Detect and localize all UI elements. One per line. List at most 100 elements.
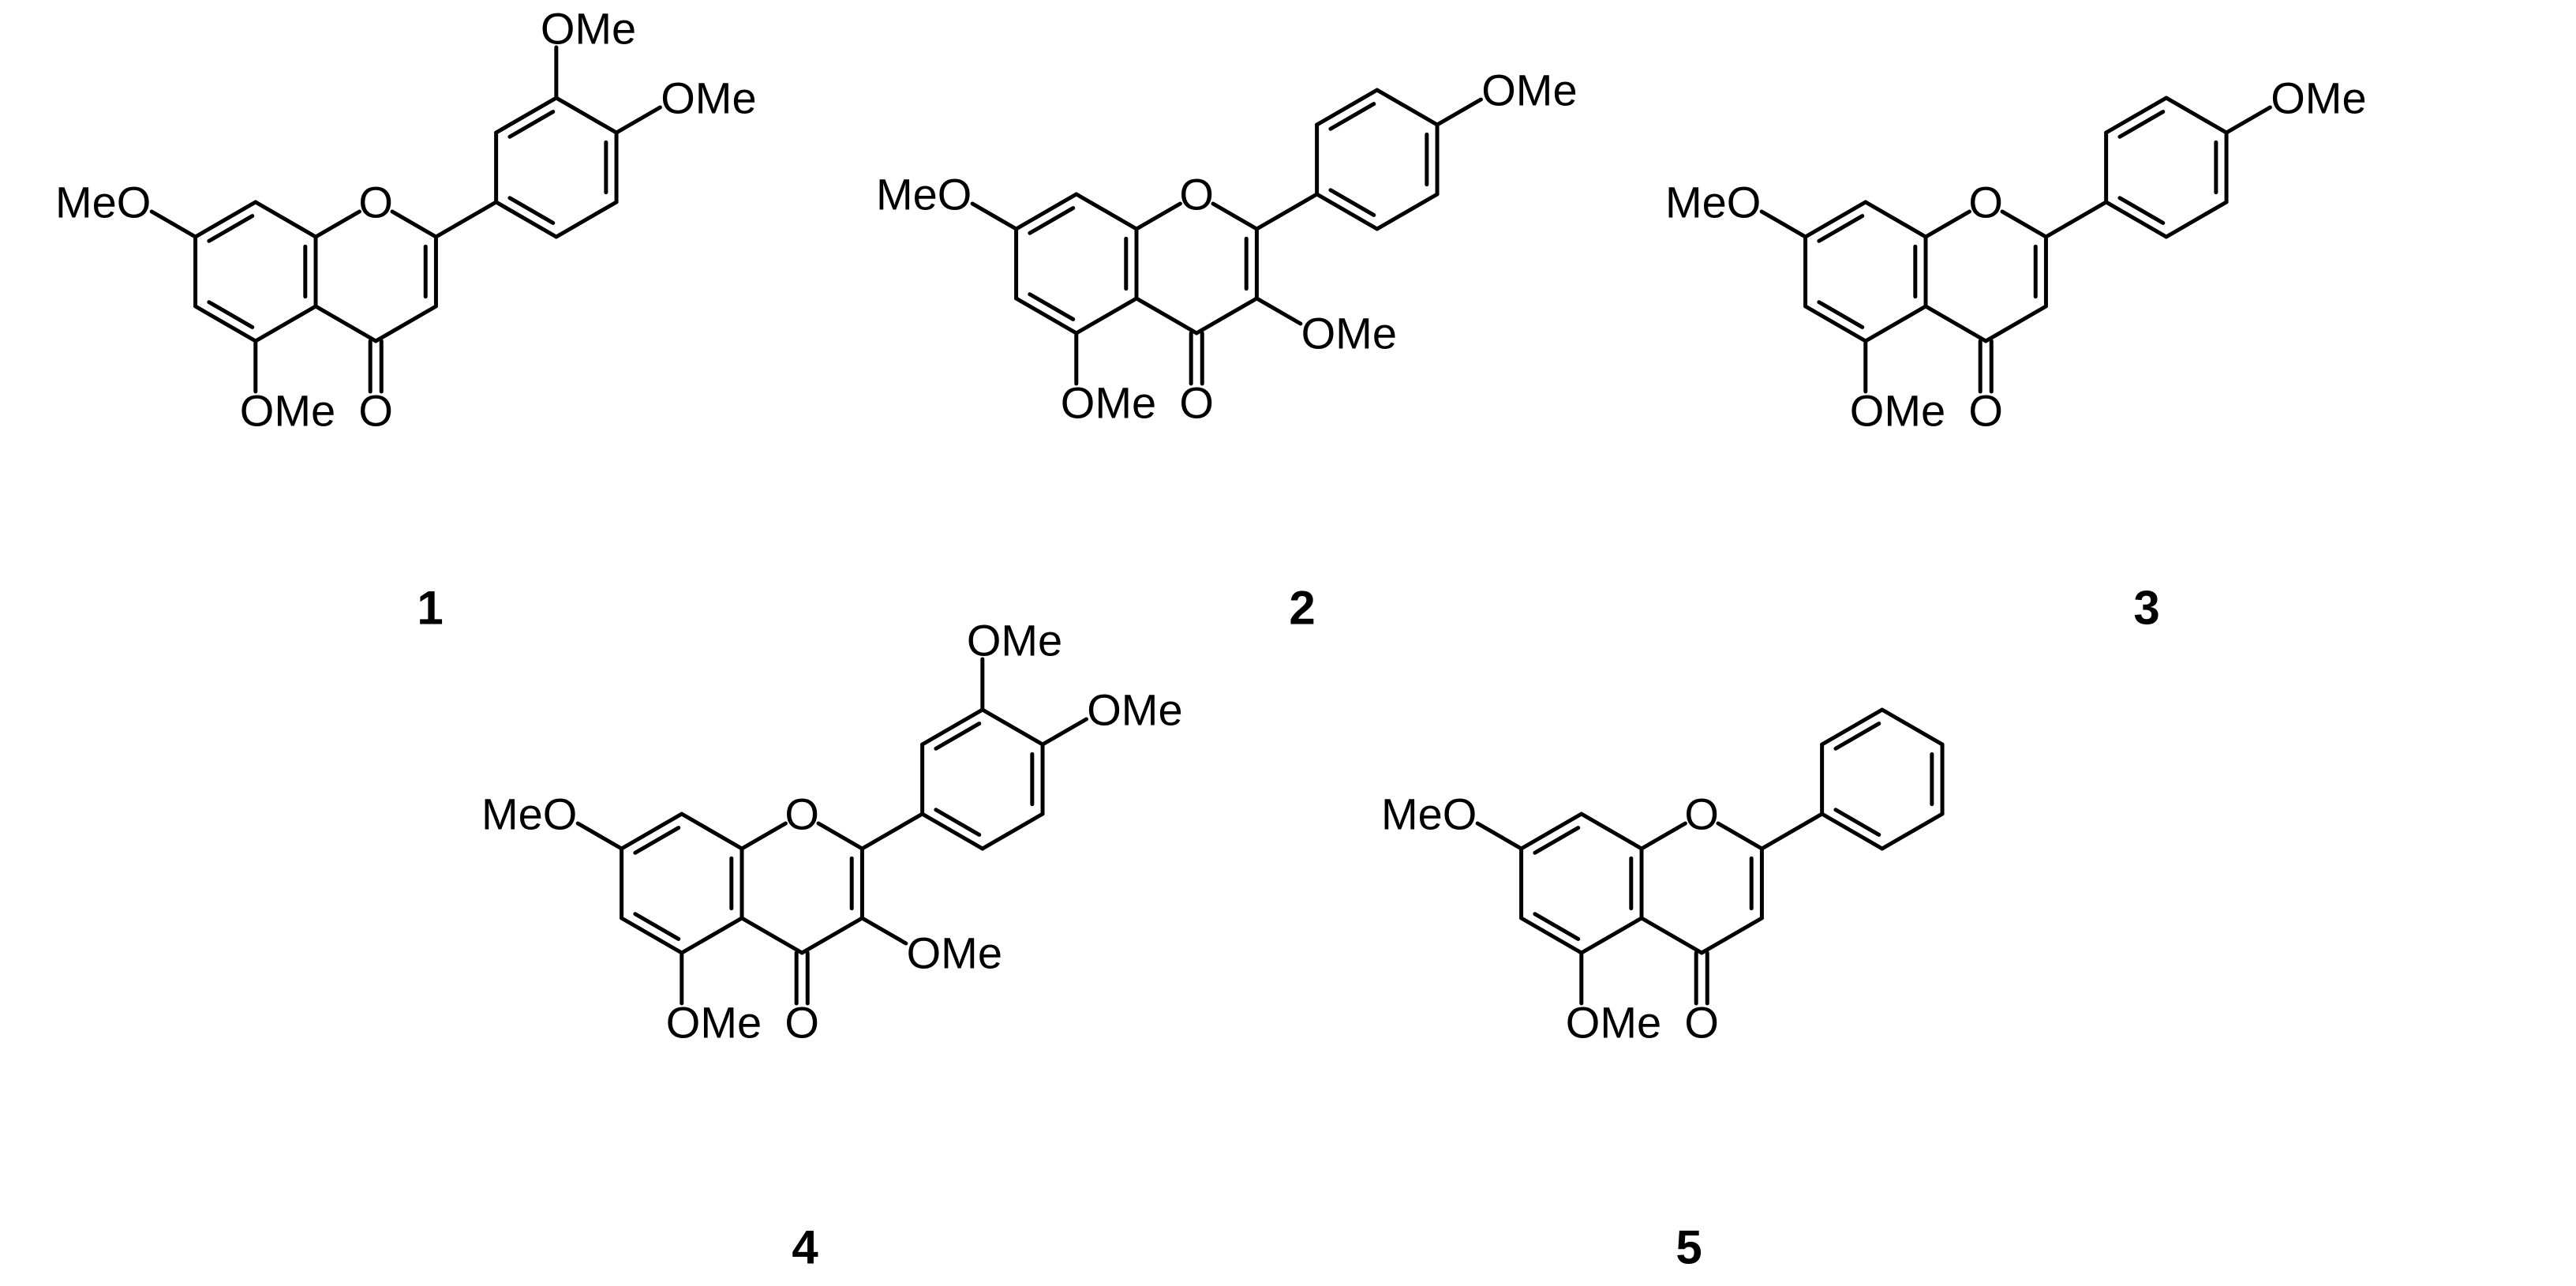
- bond: [739, 821, 788, 851]
- ring-oxygen-label: O: [358, 178, 393, 227]
- bond: [1134, 201, 1182, 231]
- bond: [1983, 304, 2048, 343]
- ring-oxygen-label: O: [1179, 170, 1214, 219]
- double-bond-inner: [507, 196, 556, 225]
- methoxy-5-label: OMe: [240, 386, 335, 436]
- methoxy-3-label: OMe: [1301, 309, 1397, 358]
- double-bond-inner: [934, 722, 982, 751]
- double-bond-inner: [1833, 722, 1881, 751]
- methoxy-7-label: MeO: [876, 170, 972, 219]
- bond: [1014, 192, 1079, 231]
- bond: [859, 916, 908, 946]
- bond: [253, 200, 318, 239]
- bond: [1863, 200, 1928, 239]
- bond: [2000, 209, 2048, 239]
- carbonyl-oxygen-label: O: [1179, 378, 1214, 428]
- compound-number-5: 5: [1676, 1221, 1702, 1274]
- bond: [1040, 717, 1088, 747]
- bond: [554, 200, 619, 239]
- bond: [1254, 192, 1320, 231]
- bond: [739, 916, 804, 955]
- double-bond-inner: [1028, 206, 1076, 235]
- bond: [193, 304, 258, 343]
- bond: [1519, 916, 1584, 955]
- bond: [920, 812, 985, 851]
- bond: [2164, 96, 2229, 135]
- compound-number-2: 2: [1289, 582, 1315, 635]
- bond: [1475, 821, 1524, 851]
- bond: [980, 812, 1045, 851]
- double-bond-inner: [1817, 214, 1865, 243]
- double-bond-inner: [207, 214, 255, 243]
- bond: [149, 209, 198, 239]
- double-bond-inner: [207, 300, 255, 329]
- bond: [494, 96, 559, 135]
- double-bond-inner: [507, 110, 556, 139]
- methoxy-5-label: OMe: [1061, 378, 1156, 428]
- bond: [1254, 296, 1303, 326]
- bond: [620, 916, 684, 955]
- bond: [1435, 97, 1483, 127]
- double-bond-inner: [1817, 300, 1865, 329]
- bond: [1716, 821, 1764, 851]
- bond: [680, 812, 744, 851]
- bond: [1639, 916, 1704, 955]
- carbonyl-oxygen-label: O: [358, 386, 393, 436]
- bond: [620, 812, 684, 851]
- methoxy-4prime-label: OMe: [661, 73, 756, 123]
- bond: [1074, 192, 1139, 231]
- bond: [816, 821, 864, 851]
- bond: [1880, 707, 1945, 747]
- bond: [313, 304, 378, 343]
- bond: [1134, 296, 1199, 336]
- carbonyl-oxygen-label: O: [1968, 386, 2003, 436]
- bond: [1579, 812, 1644, 851]
- ring-oxygen-label: O: [1968, 178, 2003, 227]
- compound-number-4: 4: [792, 1221, 818, 1274]
- methoxy-4prime-label: OMe: [1087, 685, 1182, 735]
- methoxy-5-label: OMe: [1566, 998, 1661, 1048]
- bond: [1375, 192, 1440, 231]
- double-bond-inner: [1833, 808, 1881, 837]
- bond: [253, 304, 318, 343]
- compound-number-1: 1: [417, 582, 443, 635]
- bond: [373, 304, 438, 343]
- bond: [2164, 200, 2229, 239]
- ring-oxygen-label: O: [784, 789, 819, 839]
- methoxy-7-label: MeO: [1381, 789, 1477, 839]
- bond: [970, 201, 1019, 231]
- double-bond-inner: [633, 826, 681, 855]
- bond: [2224, 105, 2272, 135]
- bond: [920, 707, 985, 747]
- bond: [2104, 96, 2169, 135]
- methoxy-5-label: OMe: [666, 998, 762, 1048]
- bond: [1803, 200, 1868, 239]
- methoxy-7-label: MeO: [481, 789, 577, 839]
- bond: [859, 812, 925, 851]
- carbonyl-oxygen-label: O: [784, 998, 819, 1048]
- bond: [554, 96, 619, 135]
- bond: [1074, 296, 1139, 336]
- bond: [390, 209, 438, 239]
- bond: [1639, 821, 1687, 851]
- bond: [1803, 304, 1868, 343]
- bond: [1923, 304, 1988, 343]
- bond: [1194, 296, 1259, 336]
- bond: [193, 200, 258, 239]
- methoxy-3prime-label: OMe: [541, 4, 636, 54]
- bond: [680, 916, 744, 955]
- bond: [1519, 812, 1584, 851]
- bond: [1375, 88, 1440, 127]
- bond: [494, 200, 559, 239]
- methoxy-7-label: MeO: [55, 178, 151, 227]
- bond: [2104, 200, 2169, 239]
- double-bond-inner: [934, 808, 982, 837]
- bond: [799, 916, 864, 955]
- double-bond-inner: [1533, 912, 1581, 941]
- bond: [433, 200, 499, 239]
- double-bond-inner: [1533, 826, 1581, 855]
